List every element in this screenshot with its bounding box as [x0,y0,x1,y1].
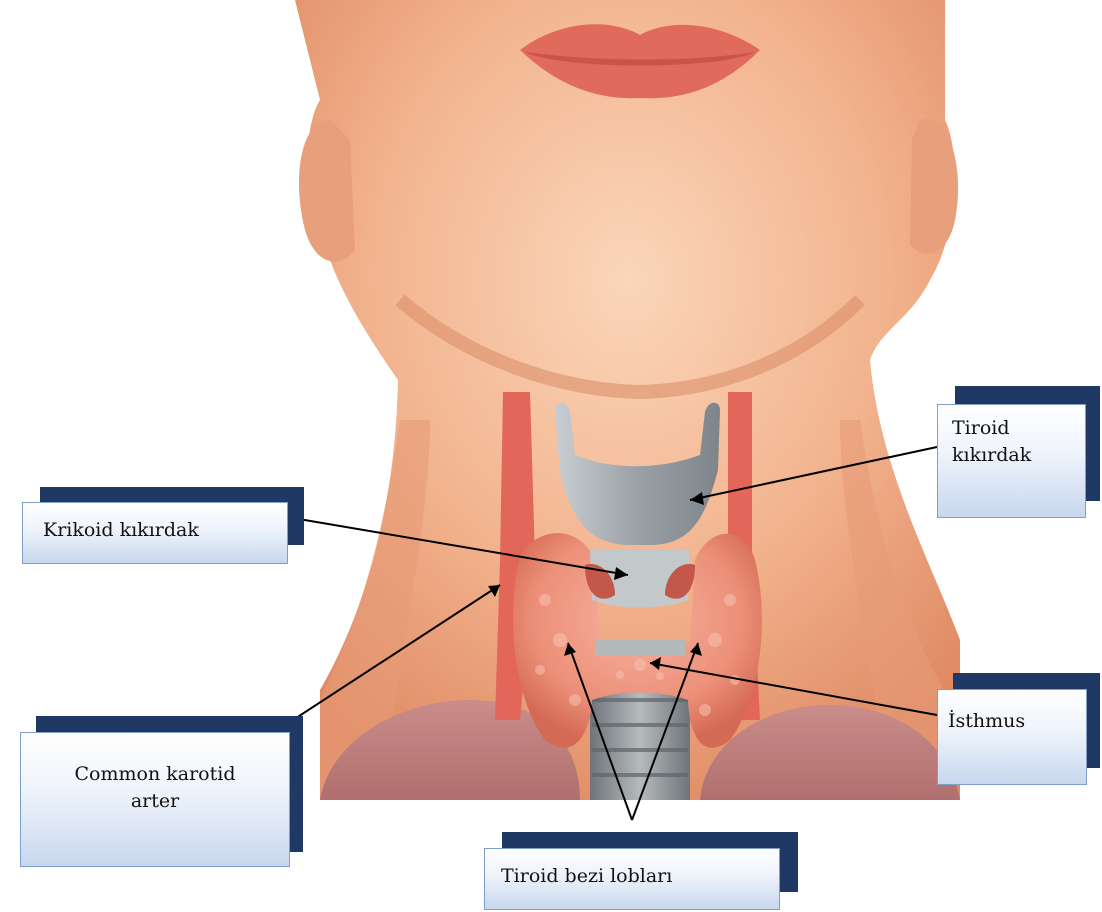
label-isthmus-text: İsthmus [948,708,1076,735]
label-thyroid-cartilage: Tiroid kıkırdak [937,386,1100,520]
label-cricoid-cartilage: Krikoid kıkırdak [22,487,304,565]
left-ear [299,120,355,262]
label-cricoid-cartilage-text: Krikoid kıkırdak [43,517,273,544]
label-thyroid-lobes: Tiroid bezi lobları [484,832,798,912]
label-common-carotid-text: Common karotid arter [60,761,250,815]
label-thyroid-cartilage-text: Tiroid kıkırdak [952,415,1042,469]
label-isthmus: İsthmus [937,673,1100,787]
label-common-carotid: Common karotid arter [20,716,303,868]
label-thyroid-lobes-text: Tiroid bezi lobları [501,863,765,890]
